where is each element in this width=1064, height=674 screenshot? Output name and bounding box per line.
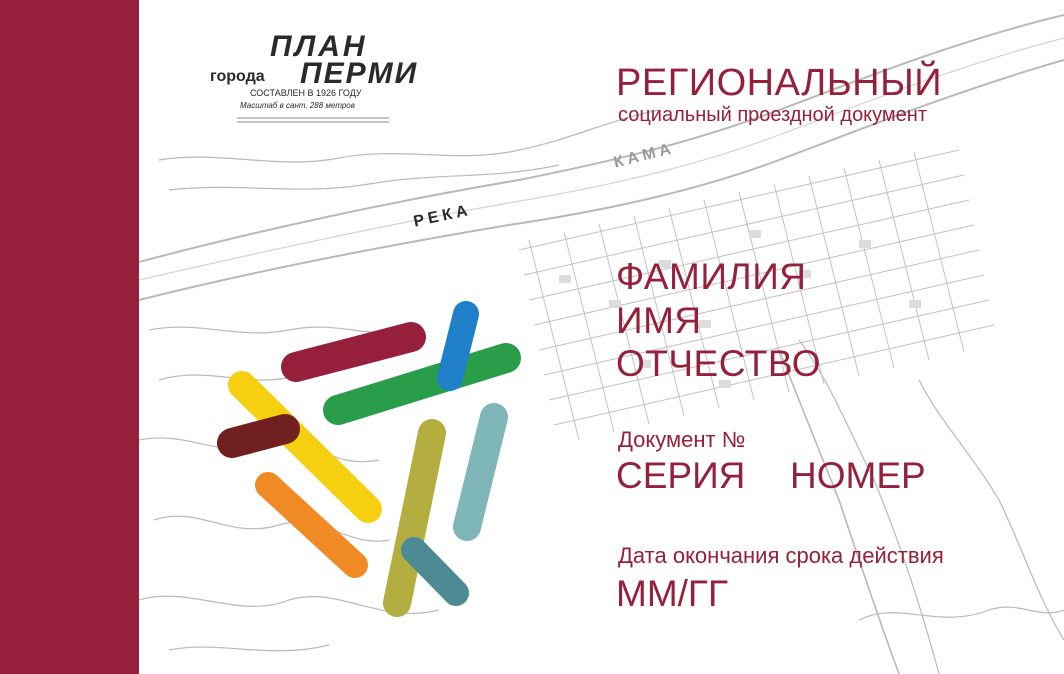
map-heading-city-prefix: города bbox=[210, 68, 265, 85]
brand-stripe bbox=[0, 0, 139, 674]
document-series: СЕРИЯ bbox=[616, 455, 746, 496]
logo-stripe-slate bbox=[401, 537, 469, 606]
logo-stripe-green bbox=[323, 343, 521, 425]
logo-stripe-olive bbox=[383, 419, 446, 617]
expiry-value: ММ/ГГ bbox=[616, 573, 728, 614]
logo-stripe-darkred bbox=[217, 414, 300, 458]
expiry-label: Дата окончания срока действия bbox=[618, 543, 944, 568]
logo-stripe-orange bbox=[255, 472, 368, 578]
logo-stripe-blue bbox=[437, 301, 479, 391]
map-heading-city: ПЕРМИ bbox=[300, 57, 419, 90]
document-number: НОМЕР bbox=[790, 455, 926, 496]
map-heading-plan: ПЛАН bbox=[270, 30, 368, 63]
map-compiled-note: СОСТАВЛЕН В 1926 ГОДУ bbox=[250, 88, 362, 98]
holder-name: ИМЯ bbox=[616, 300, 702, 341]
holder-surname: ФАМИЛИЯ bbox=[616, 256, 807, 297]
logo-stripe-yellow bbox=[228, 371, 382, 523]
card-title: РЕГИОНАЛЬНЫЙ bbox=[616, 62, 943, 104]
card-subtitle: социальный проездной документ bbox=[618, 104, 928, 126]
holder-patronymic: ОТЧЕСТВО bbox=[616, 343, 822, 384]
document-number-label: Документ № bbox=[618, 427, 746, 452]
map-scale-note: Масштаб в сант. 288 метров bbox=[240, 101, 355, 110]
transport-logo bbox=[217, 301, 521, 617]
city-map-background bbox=[139, 14, 1064, 674]
logo-stripe-maroon bbox=[281, 322, 426, 382]
logo-stripe-teal bbox=[453, 403, 508, 541]
